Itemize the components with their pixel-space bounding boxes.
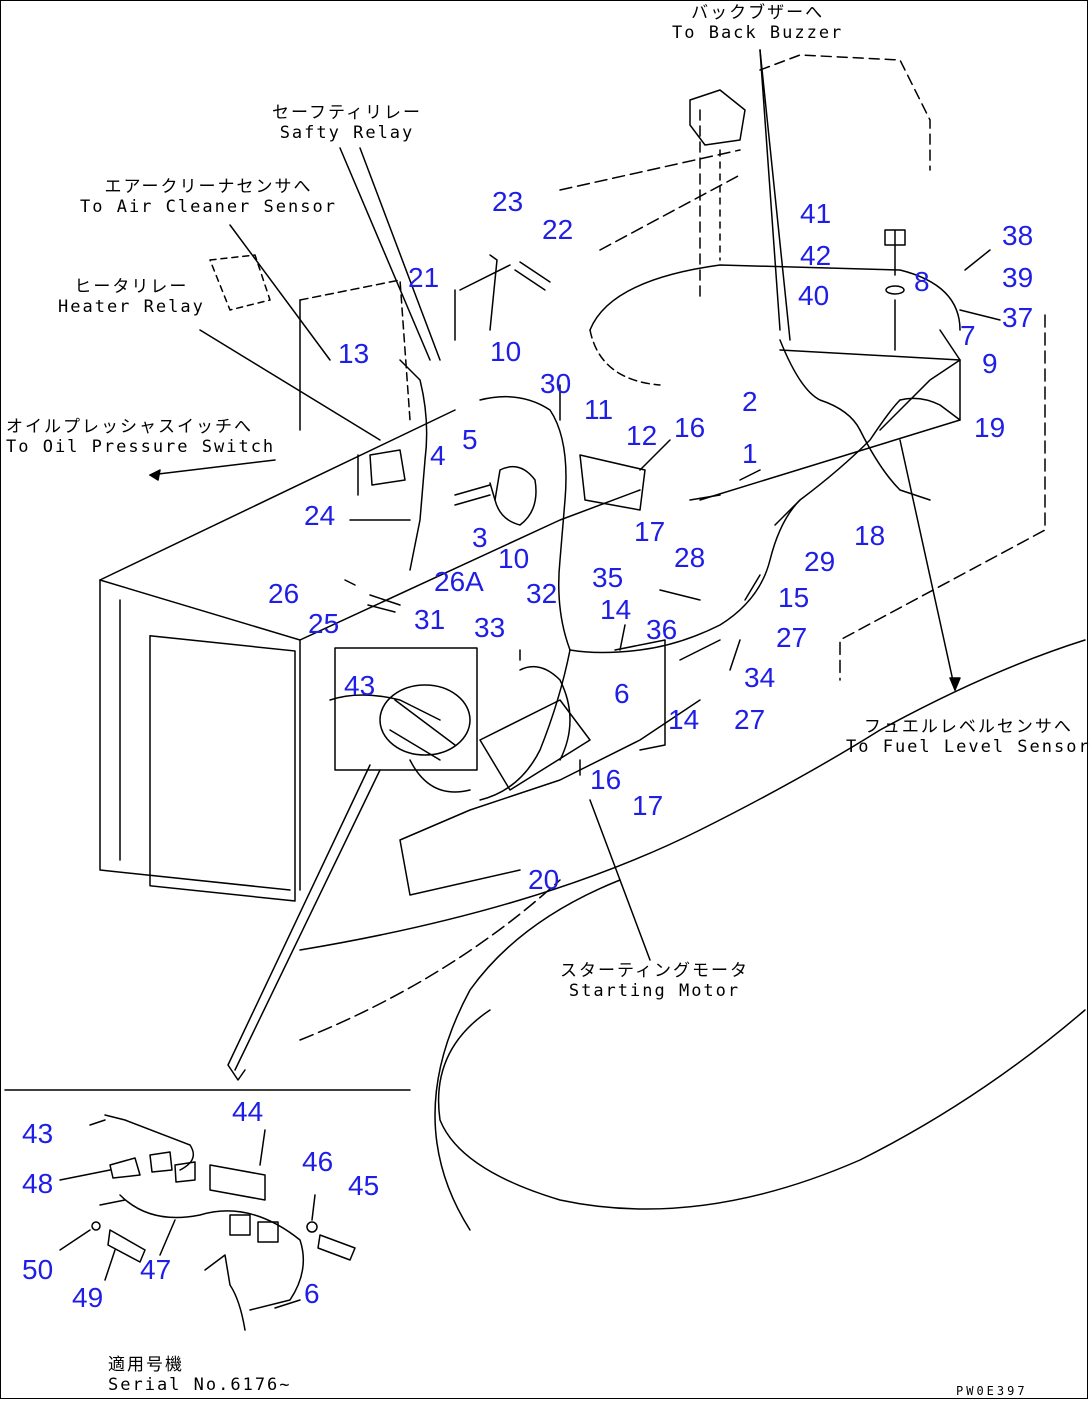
callout-14: 14 (600, 594, 632, 625)
callout-34: 34 (744, 662, 776, 693)
callout-18: 18 (854, 520, 886, 551)
callout-35: 35 (592, 562, 624, 593)
callout-12: 12 (626, 420, 658, 451)
callout-30: 30 (540, 368, 572, 399)
tank-box-top (699, 349, 961, 501)
engine-body (399, 699, 701, 896)
starting-motor-body (479, 699, 591, 791)
callout-22: 22 (542, 214, 574, 245)
seat-cushion-outline (589, 264, 961, 331)
hood-left-edge (99, 579, 301, 641)
label-starting-motor: スターティングモータ Starting Motor (560, 961, 749, 1001)
callout-49: 49 (72, 1282, 104, 1313)
callout-17: 17 (632, 790, 664, 821)
callout-28: 28 (674, 542, 706, 573)
callout-17: 17 (634, 516, 666, 547)
relay-block-12 (579, 454, 646, 511)
label-air-cleaner-sensor: エアークリーナセンサへ To Air Cleaner Sensor (80, 177, 337, 217)
callout-21: 21 (408, 262, 440, 293)
callout-29: 29 (804, 546, 836, 577)
heater-relay-box (209, 254, 271, 311)
callout-1: 1 (742, 438, 758, 469)
harness-left-branch (399, 359, 428, 571)
callout-42: 42 (800, 240, 832, 271)
callout-2: 2 (742, 386, 758, 417)
callout-23: 23 (492, 186, 524, 217)
seat-cushion-front (589, 329, 661, 386)
inset-part-43-wire (104, 1114, 195, 1171)
drawing-code: PW0E397 (956, 1384, 1028, 1398)
callout-39: 39 (1002, 262, 1034, 293)
hood-top-edge (99, 409, 456, 581)
callout-5: 5 (462, 424, 478, 455)
harness-center-branch (479, 395, 571, 651)
callout-9: 9 (982, 348, 998, 379)
radiator-grille (149, 635, 296, 902)
label-serial-number: 適用号機 Serial No.6176~ (108, 1355, 292, 1395)
label-back-buzzer: バックブザーへ To Back Buzzer (672, 3, 844, 43)
callout-15: 15 (778, 582, 810, 613)
callout-24: 24 (304, 500, 336, 531)
inset-part-45 (317, 1234, 356, 1261)
callout-10: 10 (498, 543, 530, 574)
callout-25: 25 (308, 608, 340, 639)
callout-4: 4 (430, 440, 446, 471)
callout-27: 27 (776, 622, 808, 653)
callout-14: 14 (668, 704, 700, 735)
seat-back-outline (699, 54, 931, 301)
callout-45: 45 (348, 1170, 380, 1201)
label-heater-relay: ヒータリレー Heater Relay (58, 277, 205, 317)
callout-38: 38 (1002, 220, 1034, 251)
harness-main-run (569, 399, 901, 654)
callout-32: 32 (526, 578, 558, 609)
callout-48: 48 (22, 1168, 54, 1199)
callout-31: 31 (414, 604, 446, 635)
inset-part-49 (107, 1229, 146, 1263)
inset-part-44 (209, 1164, 266, 1201)
callout-26: 26 (268, 578, 300, 609)
callout-50: 50 (22, 1254, 54, 1285)
harness-starter-branch (479, 649, 571, 801)
callout-13: 13 (338, 338, 370, 369)
callout-11: 11 (584, 394, 614, 425)
callout-3: 3 (472, 522, 488, 553)
track-frame-top (299, 639, 1086, 951)
callout-6: 6 (614, 678, 630, 709)
callout-33: 33 (474, 612, 506, 643)
callout-16: 16 (590, 764, 622, 795)
callout-6: 6 (304, 1278, 320, 1309)
label-oil-pressure-switch: オイルプレッシャスイッチへ To Oil Pressure Switch (6, 417, 276, 457)
callout-26a: 26A (434, 566, 484, 597)
callout-27: 27 (734, 704, 766, 735)
relay-13 (369, 449, 406, 486)
callout-16: 16 (674, 412, 706, 443)
callout-46: 46 (302, 1146, 334, 1177)
callout-40: 40 (798, 280, 830, 311)
callout-43: 43 (22, 1118, 54, 1149)
callout-7: 7 (960, 320, 976, 351)
callout-19: 19 (974, 412, 1006, 443)
headrest-outline (689, 89, 746, 146)
label-safety-relay: セーフティリレー Safty Relay (272, 103, 422, 143)
track-outline (437, 1009, 1086, 1210)
hood-front-edge (99, 579, 291, 891)
label-fuel-level-sensor: フュエルレベルセンサへ To Fuel Level Sensor (846, 717, 1090, 757)
callout-44: 44 (232, 1096, 264, 1127)
callout-41: 41 (800, 198, 832, 229)
callout-47: 47 (140, 1254, 172, 1285)
detail-box-43 (334, 647, 478, 771)
callout-37: 37 (1002, 302, 1034, 333)
callout-8: 8 (914, 266, 930, 297)
inset-part-48 (109, 1157, 141, 1179)
callout-10: 10 (490, 336, 522, 367)
callout-20: 20 (528, 864, 560, 895)
callout-36: 36 (646, 614, 678, 645)
callout-43: 43 (344, 670, 376, 701)
